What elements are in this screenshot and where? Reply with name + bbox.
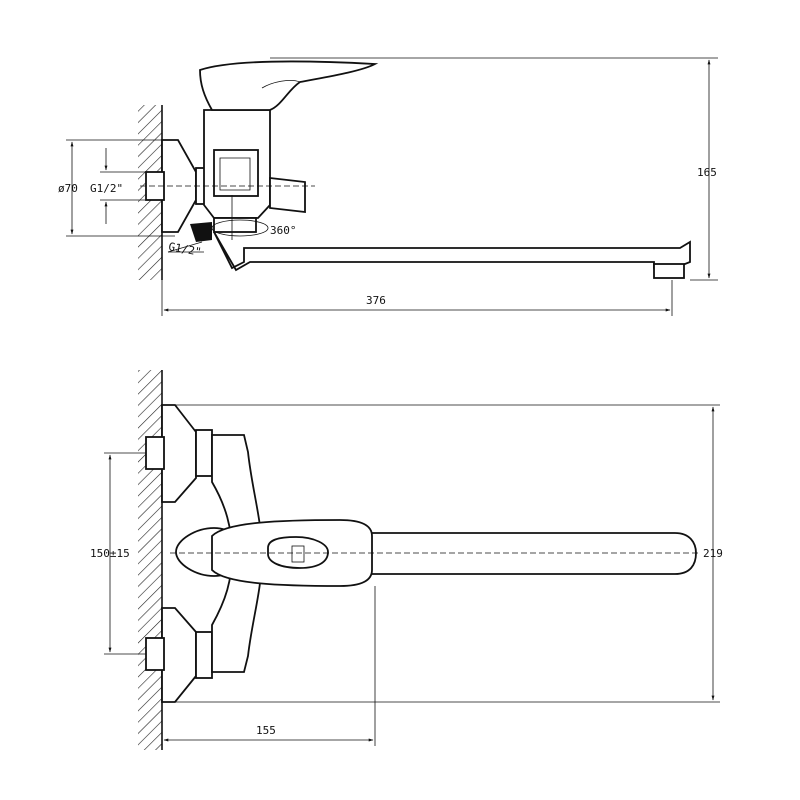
dim-thread-label: G1/2" <box>90 182 123 195</box>
side-view: 165 376 ø70 G1/2" G1/2" 360° <box>58 57 718 316</box>
dim-offset-label: 155 <box>256 724 276 737</box>
dim-length-label: 376 <box>366 294 386 307</box>
dim-thread-inlet-label: G1/2" <box>167 240 202 259</box>
top-wall-hatch <box>138 370 162 750</box>
top-flange-lower <box>161 607 197 703</box>
dim-centers-label: 150±15 <box>90 547 130 560</box>
dim-flange-label: ø70 <box>58 182 78 195</box>
top-nut-lower <box>195 631 213 679</box>
side-handle-lever <box>199 60 379 111</box>
dim-rotation-label: 360° <box>270 224 297 237</box>
side-aerator <box>653 263 685 279</box>
top-handle-slot <box>267 536 329 569</box>
top-inlet-lower <box>145 637 165 671</box>
side-spout <box>213 231 691 272</box>
side-thread-inlet <box>190 222 212 242</box>
top-inlet-upper <box>145 436 165 470</box>
top-nut-upper <box>195 429 213 477</box>
dim-width-label: 219 <box>703 547 723 560</box>
side-diverter-knob <box>269 176 306 214</box>
side-body-window <box>213 149 259 197</box>
top-flange-upper <box>161 404 197 503</box>
dim-height-label: 165 <box>697 166 717 179</box>
top-view: 219 150±15 155 <box>90 370 723 750</box>
